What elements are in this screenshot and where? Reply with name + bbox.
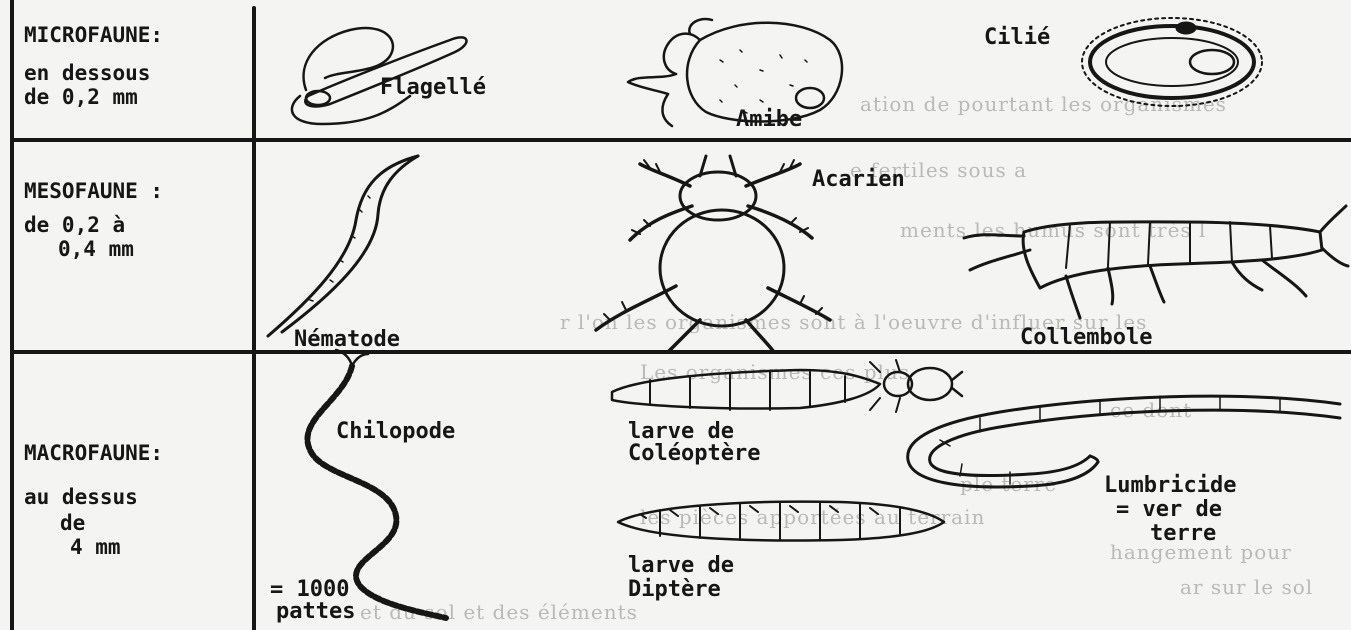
label-amoeba: Amibe [736,106,802,133]
label-nematode: Nématode [294,326,400,353]
beetle-larva-illustration [612,360,962,412]
label-flagellate: Flagellé [380,74,486,101]
row-category-macrofaune: MACROFAUNE: [24,440,163,467]
row-size-microfaune-line2: de 0,2 mm [24,84,138,111]
label-centipede-note-line2: pattes [276,598,355,625]
row-size-macrofaune-line2: de [60,510,85,537]
row-size-mesofaune-line1: de 0,2 à [24,212,125,239]
fly-larva-illustration [618,502,944,541]
label-earthworm-line2: = ver de [1116,496,1222,523]
label-fly-larva-line1: larve de [628,552,734,579]
row-size-microfaune-line1: en dessous [24,60,150,87]
springtail-illustration [964,206,1348,318]
row-size-macrofaune-line1: au dessus [24,484,138,511]
label-centipede: Chilopode [336,418,455,445]
label-fly-larva-line2: Diptère [628,576,721,603]
label-earthworm-line3: terre [1150,520,1216,547]
label-ciliate: Cilié [984,24,1050,51]
label-mite: Acarien [812,166,905,193]
nematode-illustration [268,156,418,336]
mite-illustration [596,156,830,352]
row-category-mesofaune: MESOFAUNE : [24,178,163,205]
label-beetle-larva-line2: Coléoptère [628,440,760,467]
label-earthworm-line1: Lumbricide [1104,472,1236,499]
row-size-mesofaune-line2: 0,4 mm [58,236,134,263]
label-springtail: Collembole [1020,324,1152,351]
row-category-microfaune: MICROFAUNE: [24,22,163,49]
ciliate-illustration [1082,18,1262,106]
row-size-macrofaune-line3: 4 mm [70,534,121,561]
